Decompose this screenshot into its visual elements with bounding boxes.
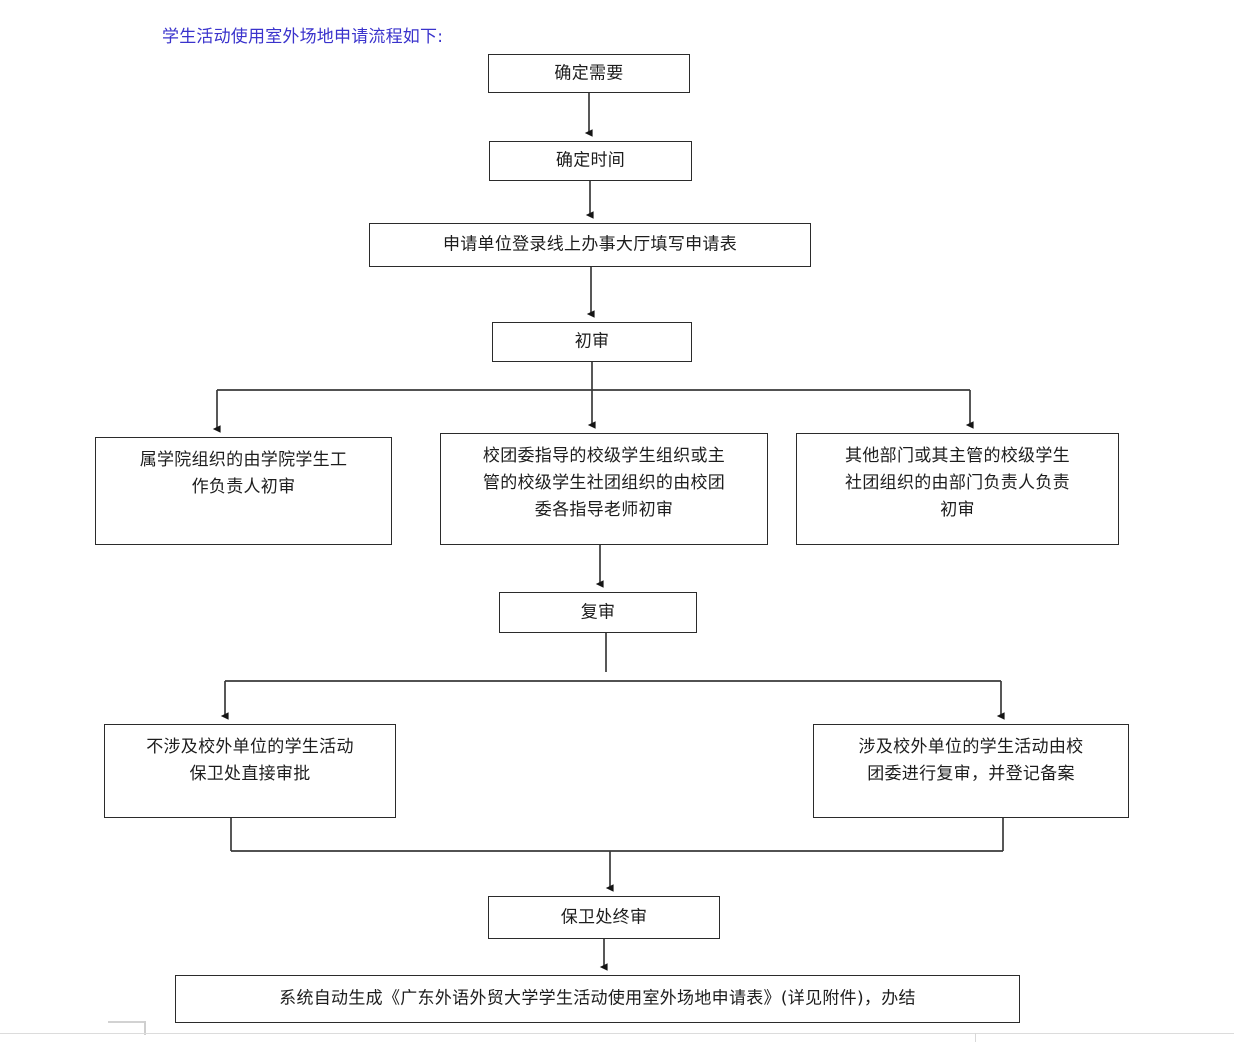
flow-node-label: 不涉及校外单位的学生活动 保卫处直接审批 bbox=[146, 737, 354, 784]
flow-node-label: 确定需要 bbox=[554, 63, 624, 83]
flow-node-first-review[interactable]: 初审 bbox=[492, 322, 692, 362]
flow-node-label: 校团委指导的校级学生组织或主 管的校级学生社团组织的由校团 委各指导老师初审 bbox=[482, 446, 726, 520]
page-title: 学生活动使用室外场地申请流程如下: bbox=[162, 27, 444, 47]
flow-node-label: 其他部门或其主管的校级学生 社团组织的由部门负责人负责 初审 bbox=[845, 446, 1070, 520]
flow-node-system-generate-form[interactable]: 系统自动生成《广东外语外贸大学学生活动使用室外场地申请表》(详见附件)，办结 bbox=[175, 975, 1020, 1023]
flow-node-internal-security-approval[interactable]: 不涉及校外单位的学生活动 保卫处直接审批 bbox=[104, 724, 396, 818]
flow-node-youth-league-review[interactable]: 校团委指导的校级学生组织或主 管的校级学生社团组织的由校团 委各指导老师初审 bbox=[440, 433, 768, 545]
flow-node-label: 系统自动生成《广东外语外贸大学学生活动使用室外场地申请表》(详见附件)，办结 bbox=[279, 988, 916, 1009]
flow-node-label: 属学院组织的由学院学生工 作负责人初审 bbox=[139, 450, 348, 497]
flow-node-online-hall-form[interactable]: 申请单位登录线上办事大厅填写申请表 bbox=[369, 223, 811, 267]
page-tick-mark bbox=[975, 1033, 976, 1042]
flow-node-external-league-review[interactable]: 涉及校外单位的学生活动由校 团委进行复审，并登记备案 bbox=[813, 724, 1129, 818]
flow-node-confirm-time[interactable]: 确定时间 bbox=[489, 141, 692, 181]
flow-node-label: 初审 bbox=[574, 331, 610, 352]
flow-node-label: 确定时间 bbox=[555, 150, 626, 171]
flow-node-label: 复审 bbox=[580, 602, 616, 622]
page-corner-mark bbox=[108, 1021, 146, 1023]
flow-node-label: 申请单位登录线上办事大厅填写申请表 bbox=[442, 234, 738, 255]
flow-node-second-review[interactable]: 复审 bbox=[499, 592, 697, 633]
flow-node-label: 涉及校外单位的学生活动由校 团委进行复审，并登记备案 bbox=[858, 737, 1084, 784]
flow-node-other-department-review[interactable]: 其他部门或其主管的校级学生 社团组织的由部门负责人负责 初审 bbox=[796, 433, 1119, 545]
page-bottom-edge bbox=[0, 1033, 1234, 1034]
flow-node-security-final-review[interactable]: 保卫处终审 bbox=[488, 896, 720, 939]
flow-node-confirm-need[interactable]: 确定需要 bbox=[488, 54, 690, 93]
flow-node-college-review[interactable]: 属学院组织的由学院学生工 作负责人初审 bbox=[95, 437, 392, 545]
page-corner-mark-drop bbox=[144, 1021, 146, 1035]
flow-node-label: 保卫处终审 bbox=[560, 907, 648, 927]
